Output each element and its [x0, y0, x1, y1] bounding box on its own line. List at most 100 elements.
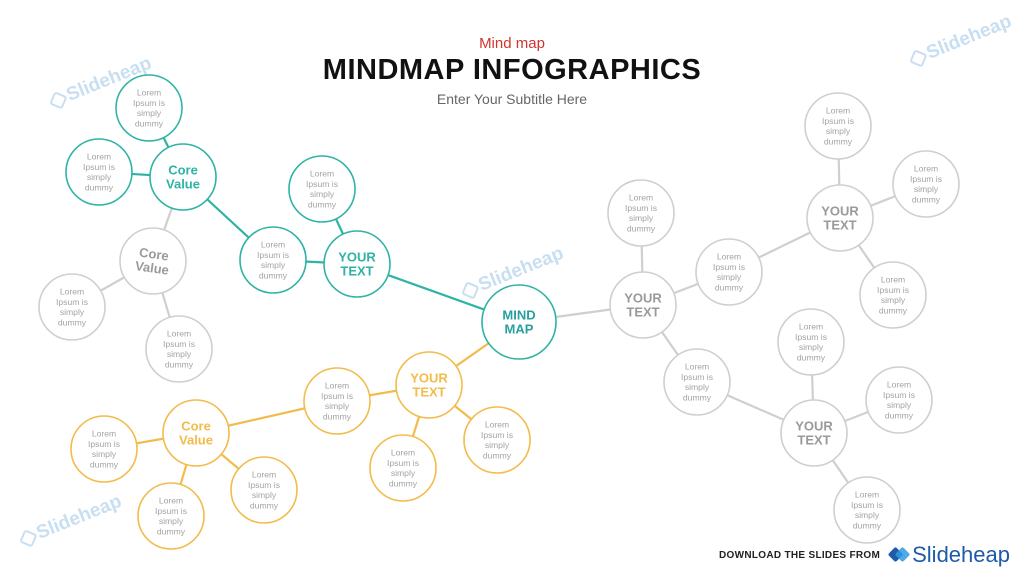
node-circle — [395, 351, 463, 419]
node-circle — [288, 155, 356, 223]
node-circle — [137, 482, 205, 550]
node-circle — [323, 230, 391, 298]
node-circle — [892, 150, 960, 218]
node-circle — [463, 406, 531, 474]
page-subtitle: Enter Your Subtitle Here — [436, 91, 588, 107]
footer-brand[interactable]: Slideheap — [890, 542, 1010, 568]
node-circle — [780, 399, 848, 467]
node-circle — [806, 184, 874, 252]
node-circle — [303, 367, 371, 435]
footer-text: DOWNLOAD THE SLIDES FROM — [719, 549, 881, 561]
node-label: CoreValue — [134, 244, 172, 277]
node-circle — [149, 143, 217, 211]
node-circle — [833, 476, 901, 544]
node-circle — [239, 226, 307, 294]
node-circle — [145, 315, 213, 383]
node-circle — [162, 399, 230, 467]
node-circle — [777, 308, 845, 376]
node-circle — [607, 179, 675, 247]
node-circle — [804, 92, 872, 160]
node-circle — [663, 348, 731, 416]
node-circle — [38, 273, 106, 341]
footer-brand-text: Slideheap — [912, 542, 1010, 567]
mindmap-node-g_core: CoreValue — [119, 227, 187, 295]
slideheap-logo-icon — [890, 546, 908, 564]
node-circle — [119, 227, 187, 295]
node-circle — [695, 238, 763, 306]
node-circle — [609, 271, 677, 339]
node-circle — [865, 366, 933, 434]
node-circle — [369, 434, 437, 502]
pre-title: Mind map — [479, 35, 545, 52]
node-circle — [115, 74, 183, 142]
node-circle — [70, 415, 138, 483]
footer: DOWNLOAD THE SLIDES FROM Slideheap — [719, 542, 1010, 568]
node-circle — [481, 284, 557, 360]
node-circle — [65, 138, 133, 206]
node-circle — [230, 456, 298, 524]
page-title: MINDMAP INFOGRAPHICS — [322, 54, 702, 86]
node-circle — [859, 261, 927, 329]
